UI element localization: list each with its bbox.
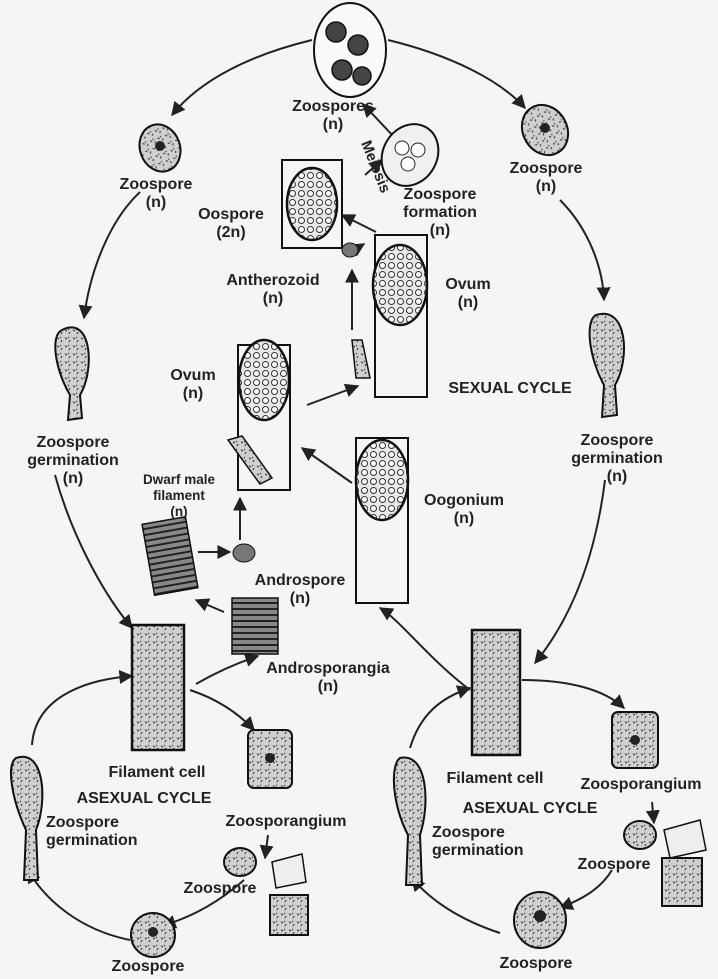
ovum-middle [228,340,290,490]
germling-left-top [55,327,89,420]
oospore [282,160,342,248]
label-zoospore-bl-small: Zoospore [180,880,260,898]
ovum-upper [352,235,427,397]
label-zoospore-formation: Zoospore formation (n) [380,186,500,240]
label-oospore: Oospore (2n) [186,206,276,242]
label-oogonium: Oogonium (n) [404,492,524,528]
label-dwarf-male-filament: Dwarf male filament (n) [124,472,234,520]
label-filament-cell-right: Filament cell [430,770,560,788]
filament-cell-left [132,625,184,750]
label-zoosporangium-left: Zoosporangium [206,813,366,831]
oogonium [356,438,408,603]
germling-bottom-left [11,757,42,880]
label-asexual-cycle-left: ASEXUAL CYCLE [54,790,234,808]
label-zoospore-germination-br: Zoospore germination [432,824,562,860]
androsporangia-left [142,517,198,596]
zoospores-cyst [314,3,386,97]
germling-right-top [590,314,624,417]
label-androsporangia: Androsporangia (n) [248,660,408,696]
antherozoid [342,243,358,257]
filament-cell-right [472,630,520,755]
label-zoospore-bottom-left: Zoospore [98,958,198,976]
label-asexual-cycle-right: ASEXUAL CYCLE [440,800,620,818]
label-filament-cell-left: Filament cell [92,764,222,782]
zoosporangium-right [612,712,658,768]
androspore [233,544,255,562]
label-zoospore-germination-right: Zoospore germination (n) [552,432,682,486]
label-sexual-cycle: SEXUAL CYCLE [430,380,590,398]
label-zoospore-right-top: Zoospore (n) [486,160,606,196]
label-antherozoid: Antherozoid (n) [208,272,338,308]
label-zoospore-bottom-right: Zoospore [486,955,586,973]
label-zoospore-germination-bl: Zoospore germination [46,814,176,850]
germling-bottom-right [394,758,426,885]
label-androspore: Androspore (n) [240,572,360,608]
label-zoosporangium-right: Zoosporangium [566,776,716,794]
zoospore-bottom-left [131,913,175,957]
label-zoospores-top: Zoospores (n) [258,98,408,134]
label-ovum-upper: Ovum (n) [428,276,508,312]
label-zoospore-br-small: Zoospore [574,856,654,874]
zoospore-bottom-right [514,892,566,948]
label-zoospore-germination-left: Zoospore germination (n) [8,434,138,488]
zoosporangium-left [248,730,292,788]
zoospore-top-left [133,119,187,178]
label-ovum-middle: Ovum (n) [158,367,228,403]
